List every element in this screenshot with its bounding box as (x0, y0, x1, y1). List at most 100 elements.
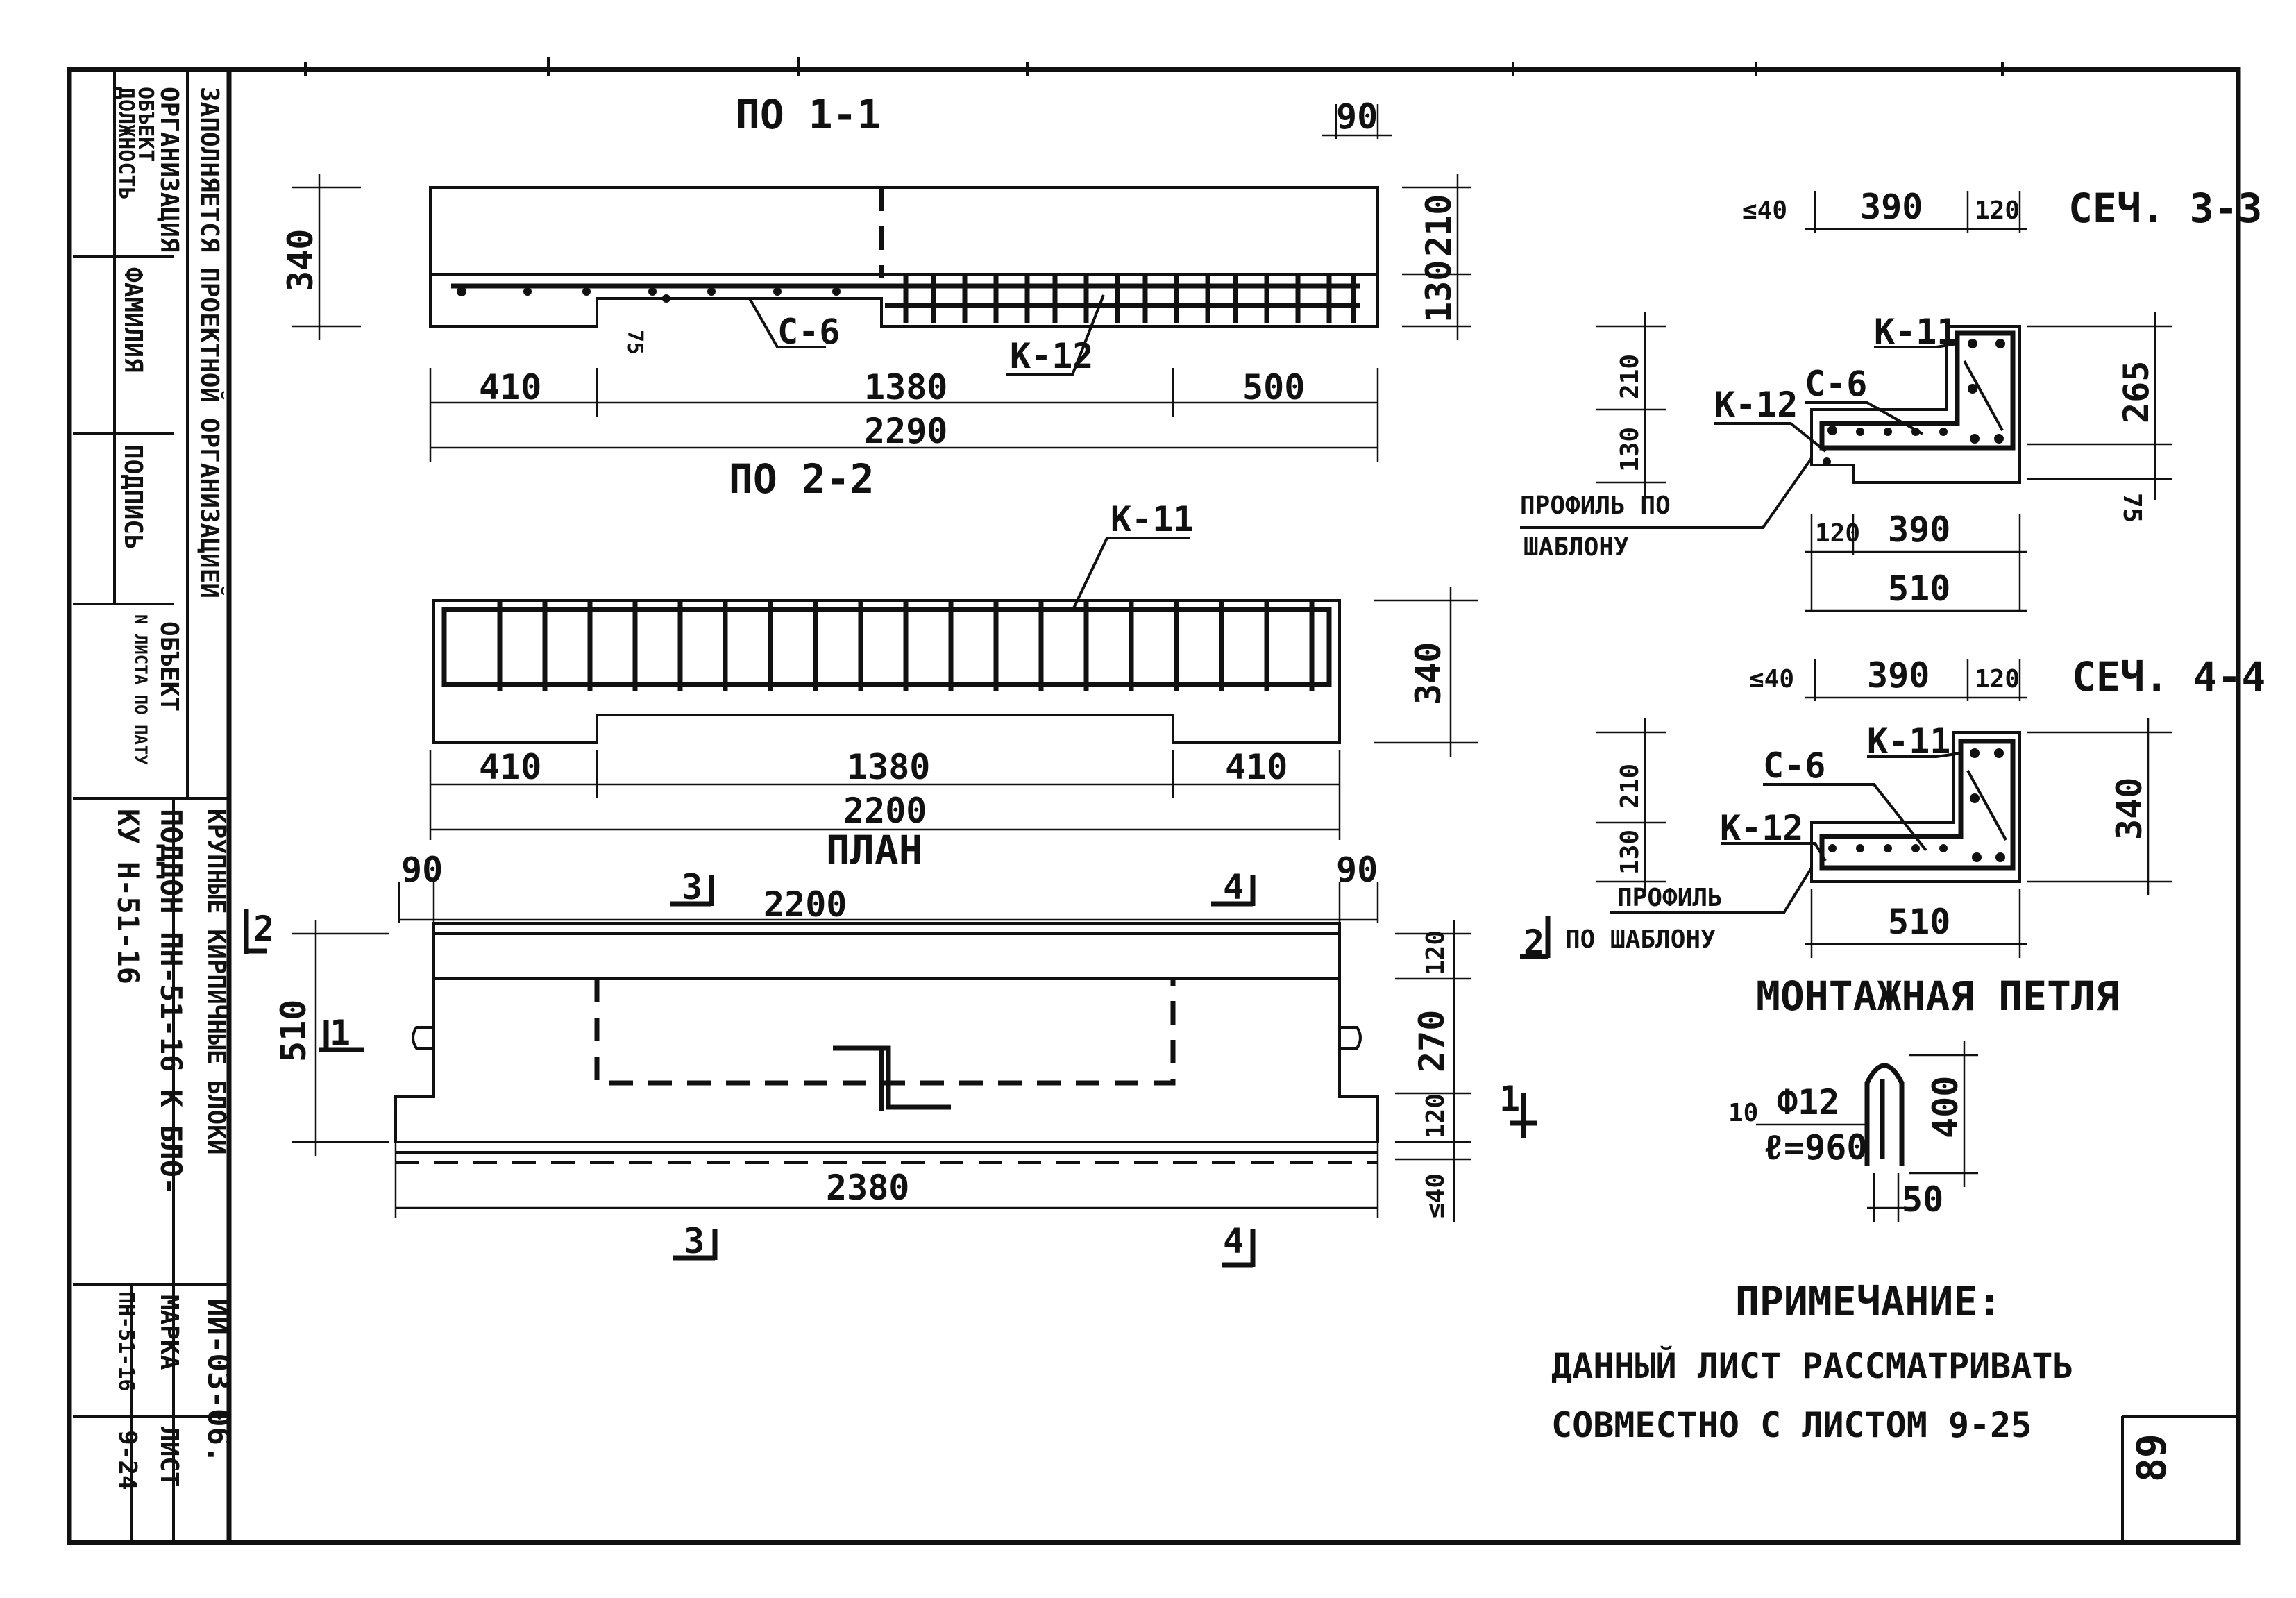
tb-sheet-no: N ЛИСТА ПО ПАТУ (131, 614, 151, 765)
title-section-4-4: СЕЧ. 4-4 (2072, 653, 2265, 700)
label-c6-sec33: С-6 (1805, 364, 1867, 404)
note-block: ПРИМЕЧАНИЕ: ДАННЫЙ ЛИСТ РАССМАТРИВАТЬ СО… (1551, 1278, 2074, 1445)
dim-400-loop: 400 (1925, 1076, 1966, 1138)
dim-40-sec33: ≤40 (1742, 196, 1787, 225)
dim-390-sec44: 390 (1867, 655, 1930, 696)
dim-340-sec44: 340 (2109, 777, 2150, 840)
dim-210-sec33: 210 (1616, 354, 1644, 399)
cut-mark-3-top: 3 (682, 867, 702, 907)
dim-40-sec44: ≤40 (1749, 665, 1794, 693)
dim-390-sec33: 390 (1860, 187, 1923, 227)
cut-mark-1-left: 1 (330, 1013, 351, 1053)
dim-130-sec33: 130 (1616, 427, 1644, 472)
tb-obj: ОБЪЕКТ (133, 87, 158, 162)
tb-desc2: КУ Н-51-16 (111, 809, 145, 984)
tb-sheet-label: ЛИСТ (155, 1427, 183, 1487)
cut-mark-3-bottom: 3 (684, 1221, 704, 1261)
dim-390b-sec33: 390 (1888, 510, 1950, 550)
cut-marks: 2 1 3 4 3 4 1 2 (244, 867, 1551, 1268)
label-k11-sec22: К-11 (1111, 499, 1194, 539)
note-title: ПРИМЕЧАНИЕ: (1735, 1278, 2002, 1325)
title-section-2-2: ПО 2-2 (729, 455, 875, 503)
plan-loop-left (412, 1026, 434, 1050)
dim-1380-sec22: 1380 (847, 747, 930, 787)
tb-sheet: 9-24 (113, 1430, 142, 1490)
section-1-1-outline (429, 186, 1379, 328)
dim-90a-plan: 90 (401, 850, 443, 890)
tb-surname: ФАМИЛИЯ (119, 267, 147, 373)
tb-role: ДОЛЖНОСТЬ (114, 87, 138, 200)
dim-2200-sec22: 2200 (843, 791, 927, 831)
cut-mark-2-right: 2 (1523, 923, 1544, 963)
label-k12-sec44: К-12 (1720, 808, 1803, 848)
section-3-3-outline (1810, 325, 2021, 484)
dim-1380-sec11: 1380 (864, 367, 947, 407)
dim-340-sec22: 340 (1408, 642, 1449, 705)
tb-code: ИИ-03-06. (201, 1298, 236, 1463)
dim-265-sec33: 265 (2116, 361, 2156, 423)
dim-120-sec33: 120 (1975, 196, 2020, 225)
title-section-3-3: СЕЧ. 3-3 (2068, 185, 2262, 232)
dim-510-plan: 510 (273, 1000, 314, 1062)
label-c6-sec44: С-6 (1763, 746, 1825, 786)
page-number: 89 (2128, 1433, 2175, 1482)
sheet-frame (67, 57, 2241, 1545)
section-2-2: ПО 2-2 К-11 340 410 1380 410 2200 (429, 455, 1478, 840)
dim-50-loop: 50 (1902, 1179, 1943, 1220)
cut-mark-4-top: 4 (1223, 867, 1244, 907)
label-k12-sec11: К-12 (1010, 336, 1093, 376)
tb-object: ОБЪЕКТ (155, 621, 183, 712)
dim-410b-sec22: 410 (1225, 747, 1288, 787)
dim-410a-sec22: 410 (479, 747, 541, 787)
title-block: ЗАПОЛНЯЕТСЯ ПРОЕКТНОЙ ОРГАНИЗАЦИЕЙ ОРГАН… (73, 69, 236, 1542)
section-1-1-bars (457, 287, 841, 303)
dim-500-sec11: 500 (1242, 367, 1305, 407)
dim-120b-sec33: 120 (1815, 519, 1860, 548)
mounting-loop: МОНТАЖНАЯ ПЕТЛЯ 400 50 10 Ф12 ℓ=960 (1728, 973, 2120, 1222)
label-profile-a-sec33: ПРОФИЛЬ ПО (1520, 491, 1671, 520)
dim-270-plan: 270 (1412, 1010, 1452, 1073)
dim-510-sec44: 510 (1888, 902, 1950, 942)
dim-340-sec11: 340 (280, 229, 321, 292)
dim-120b-plan: 120 (1421, 1093, 1450, 1138)
section-3-3: СЕЧ. 3-3 К-11 С-6 К-12 ПРОФИЛЬ ПО ШАБЛОН… (1520, 185, 2262, 612)
dim-130-sec44: 130 (1616, 830, 1644, 875)
label-k11-sec44: К-11 (1867, 721, 1950, 762)
label-k12-sec33: К-12 (1714, 385, 1798, 425)
dim-2200-plan: 2200 (763, 884, 847, 925)
label-count-loop: 10 (1728, 1099, 1758, 1127)
label-rebar-loop: Ф12 (1777, 1082, 1839, 1122)
dim-75-sec33: 75 (2118, 493, 2146, 523)
label-c6-sec11: С-6 (777, 312, 840, 352)
tb-series: КРУПНЫЕ КИРПИЧНЫЕ БЛОКИ (202, 809, 230, 1155)
dim-120-sec44: 120 (1975, 665, 2020, 693)
plan-view: ПЛАН 90 90 2200 2380 510 120 270 120 ≤40 (273, 827, 1471, 1222)
dim-40-plan: ≤40 (1421, 1173, 1450, 1218)
label-profile-d-sec44: ПО ШАБЛОНУ (1565, 925, 1716, 954)
label-profile-c-sec44: ПРОФИЛЬ (1617, 884, 1723, 912)
title-mounting-loop: МОНТАЖНАЯ ПЕТЛЯ (1756, 973, 2120, 1020)
note-line-1: ДАННЫЙ ЛИСТ РАССМАТРИВАТЬ (1551, 1345, 2074, 1386)
label-k11-sec33: К-11 (1874, 312, 1957, 352)
dim-410-sec11: 410 (479, 367, 541, 407)
plan-loop-right (1340, 1026, 1362, 1050)
tb-mark: ПН-51-16 (114, 1291, 138, 1392)
section-1-1-stirrups (903, 274, 1356, 323)
tb-mark-label: МАРКА (155, 1295, 183, 1370)
dim-2380-plan: 2380 (826, 1168, 909, 1208)
section-1-1: ПО 1-1 С-6 К-12 75 340 210 (280, 91, 1471, 462)
mounting-loop-shape (1864, 1063, 1905, 1166)
section-2-2-outline (432, 599, 1341, 744)
section-4-4: СЕЧ. 4-4 К-11 С-6 К-12 ПРОФИЛЬ ПО ШАБЛОН… (1565, 653, 2265, 958)
label-rebar-len-loop: ℓ=960 (1763, 1127, 1867, 1168)
tb-signature: ПОДПИСЬ (119, 444, 147, 550)
dim-210-sec44: 210 (1616, 764, 1644, 809)
section-2-2-stirrups (497, 600, 1315, 691)
cut-mark-1-right: 1 (1499, 1079, 1520, 1119)
section-4-4-outline (1810, 731, 2021, 883)
dim-210-sec11: 210 (1419, 194, 1459, 257)
cut-mark-4-bottom: 4 (1223, 1221, 1244, 1261)
dim-90-sec11: 90 (1336, 96, 1378, 137)
label-profile-b-sec33: ШАБЛОНУ (1523, 533, 1629, 562)
